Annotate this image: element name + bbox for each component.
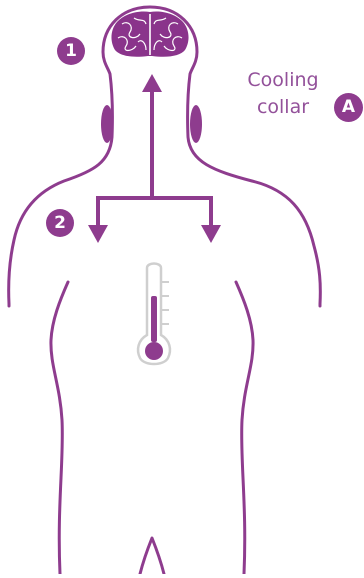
torso-left-outline	[51, 282, 68, 574]
step-1-badge: 1	[57, 37, 85, 65]
torso-right-outline	[236, 282, 253, 574]
arrow-down-icon	[88, 196, 221, 243]
cooling-collar-label: Cooling collar	[238, 67, 328, 121]
collar-badge: A	[334, 93, 363, 122]
legs-gap-outline	[140, 538, 164, 574]
arrow-up-icon	[142, 74, 162, 196]
thermometer-icon	[138, 264, 170, 365]
step-2-badge: 2	[46, 209, 74, 237]
brain-icon	[111, 11, 188, 56]
collar-pad-icon	[190, 105, 202, 143]
collar-label-line2: collar	[238, 94, 328, 121]
collar-label-line1: Cooling	[238, 67, 328, 94]
collar-pad-icon	[101, 105, 113, 143]
